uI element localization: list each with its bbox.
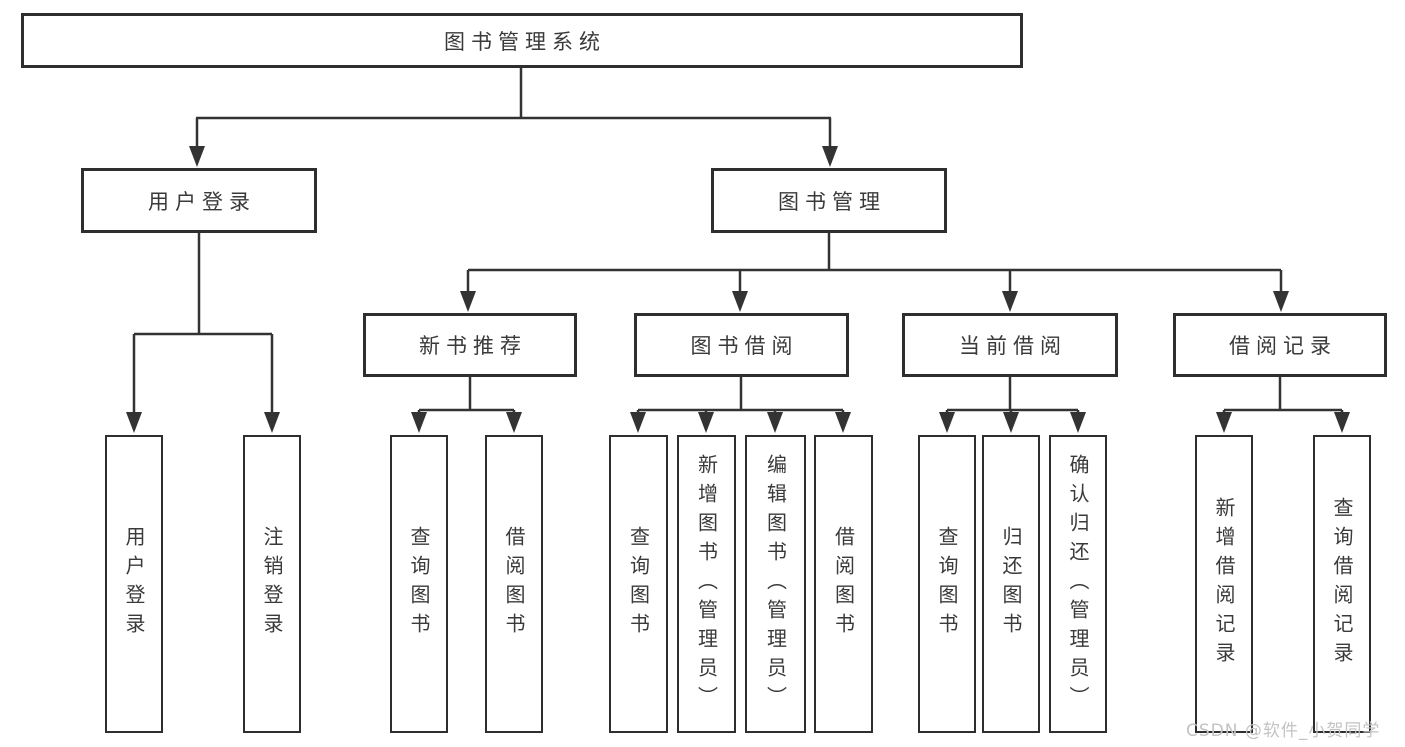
node-borrowing-records: 借阅记录 [1173, 313, 1387, 377]
leaf-user-login: 用户登录 [105, 435, 163, 733]
node-new-book-recommend: 新书推荐 [363, 313, 577, 377]
connector-lines [132, 68, 1344, 418]
leaf-query-books-recommend: 查询图书 [390, 435, 448, 733]
leaf-edit-books-admin: 编辑图书（管理员） [745, 435, 806, 733]
node-library-management-system: 图书管理系统 [21, 13, 1023, 68]
node-book-borrowing: 图书借阅 [634, 313, 849, 377]
csdn-watermark: CSDN @软件_小贺同学 [1186, 721, 1381, 741]
leaf-borrow-books-recommend: 借阅图书 [485, 435, 543, 733]
leaf-borrow-books: 借阅图书 [814, 435, 873, 733]
leaf-return-books: 归还图书 [982, 435, 1040, 733]
leaf-logout: 注销登录 [243, 435, 301, 733]
arrowheads [126, 146, 1350, 433]
leaf-confirm-return-admin: 确认归还（管理员） [1049, 435, 1107, 733]
leaf-query-books-current: 查询图书 [918, 435, 976, 733]
node-book-management: 图书管理 [711, 168, 947, 233]
node-current-borrowing: 当前借阅 [902, 313, 1118, 377]
node-user-login: 用户登录 [81, 168, 317, 233]
leaf-query-borrow-record: 查询借阅记录 [1313, 435, 1371, 733]
leaf-add-books-admin: 新增图书（管理员） [677, 435, 736, 733]
leaf-query-books-borrowing: 查询图书 [609, 435, 668, 733]
leaf-add-borrow-record: 新增借阅记录 [1195, 435, 1253, 733]
